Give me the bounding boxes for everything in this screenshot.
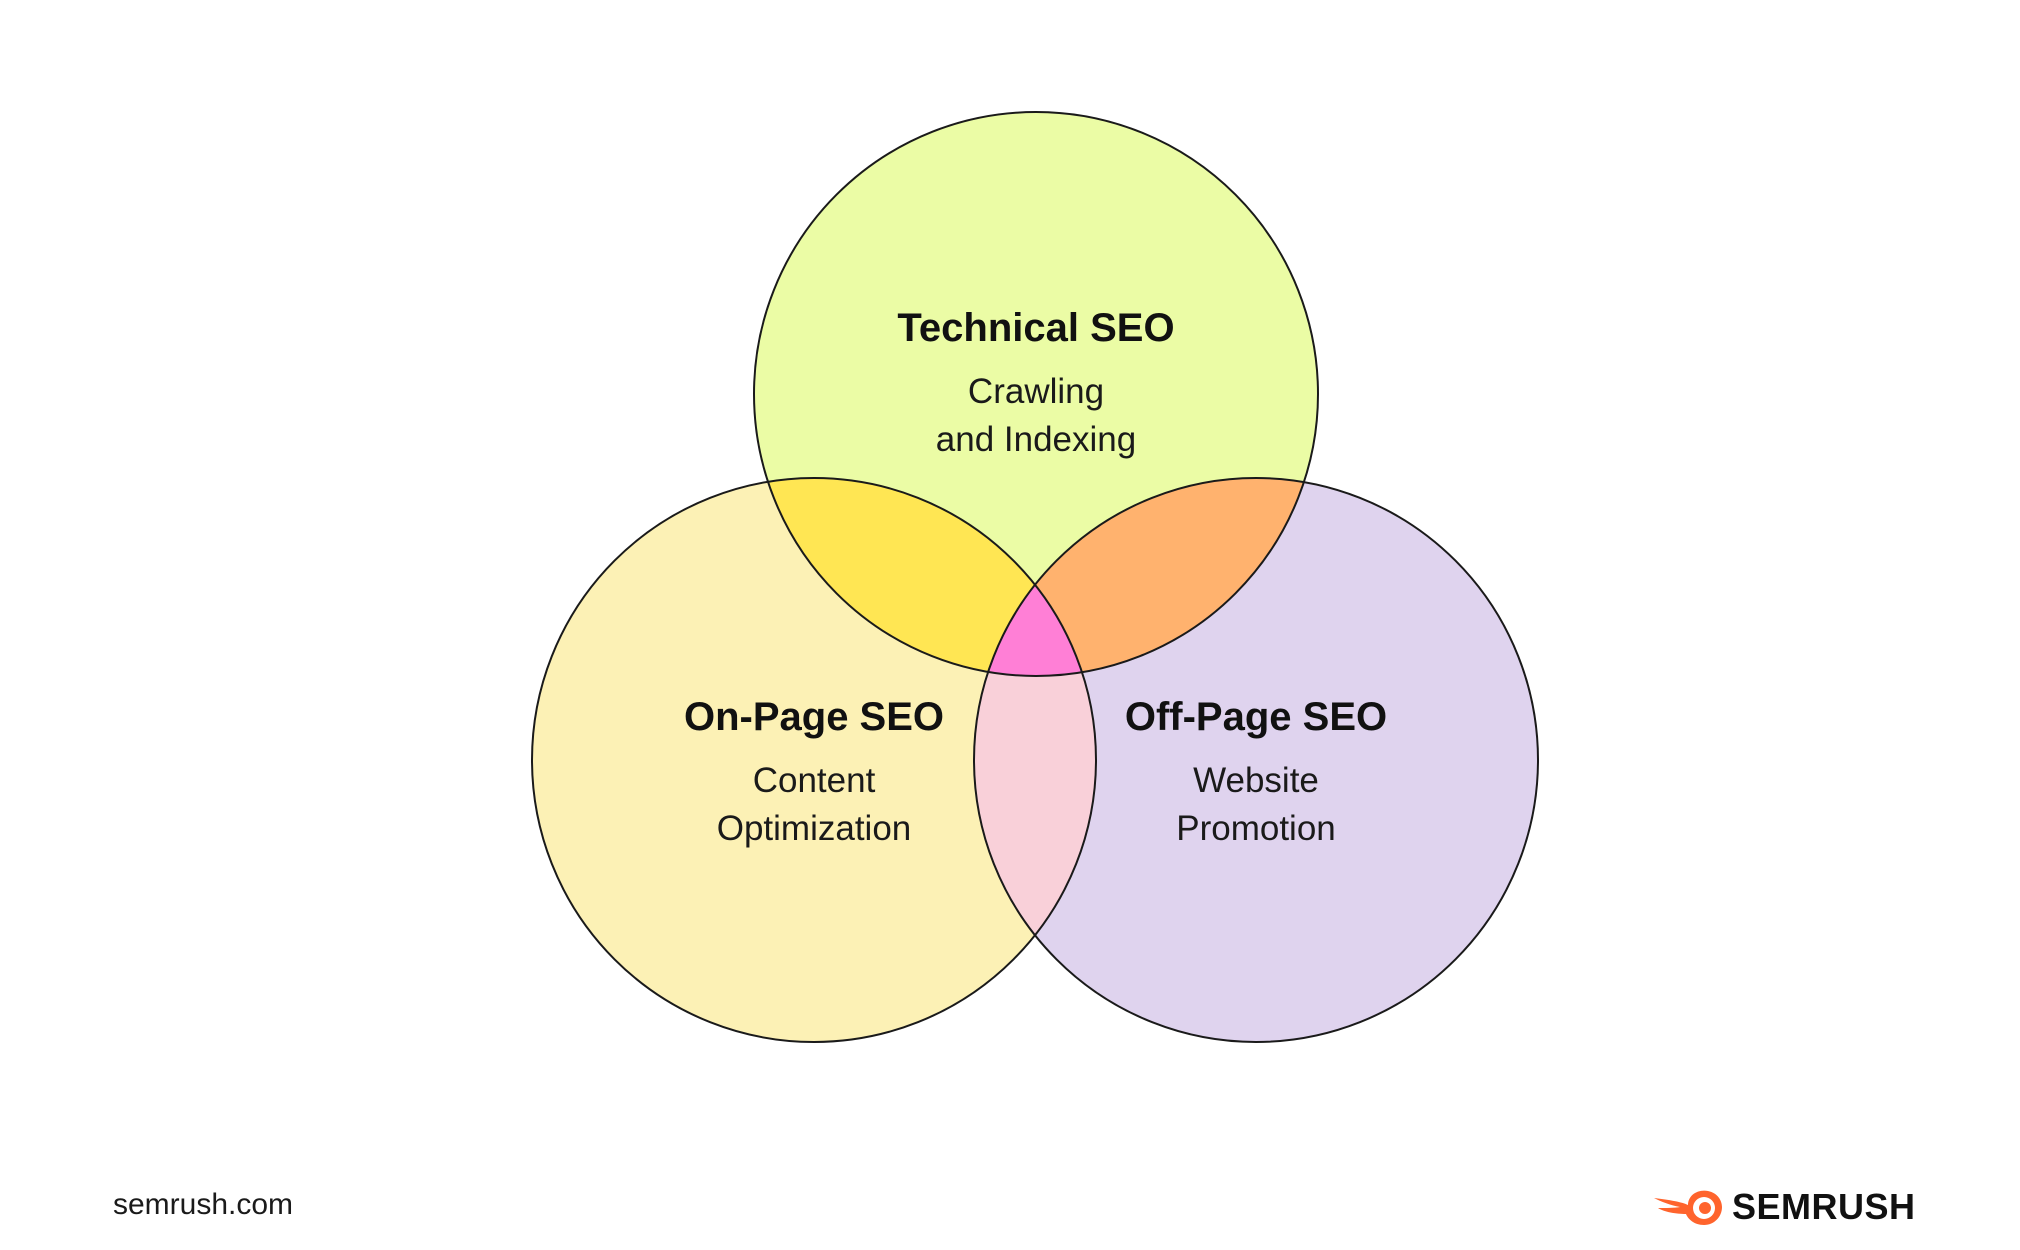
off-page-seo-line-2: Promotion	[1176, 809, 1336, 848]
on-page-seo-line-2: Optimization	[717, 809, 912, 848]
semrush-flame-icon	[1654, 1190, 1722, 1225]
technical-seo-title: Technical SEO	[897, 306, 1174, 350]
on-page-seo-outline	[531, 477, 1097, 1043]
semrush-logo: SEMRUSH	[1652, 1186, 1916, 1228]
on-page-seo-title: On-Page SEO	[684, 695, 944, 739]
brand-name: SEMRUSH	[1732, 1186, 1916, 1227]
off-page-seo-title: Off-Page SEO	[1125, 695, 1387, 739]
technical-seo-outline	[753, 111, 1319, 677]
technical-seo-line-1: Crawling	[968, 372, 1104, 411]
off-page-seo-line-1: Website	[1193, 761, 1319, 800]
technical-offpage-overlap	[974, 478, 1318, 676]
on-page-seo-line-1: Content	[753, 761, 876, 800]
footer-url: semrush.com	[113, 1188, 294, 1221]
technical-seo-line-2: and Indexing	[936, 420, 1136, 459]
technical-onpage-overlap	[754, 478, 1096, 676]
off-page-seo-outline	[973, 477, 1539, 1043]
